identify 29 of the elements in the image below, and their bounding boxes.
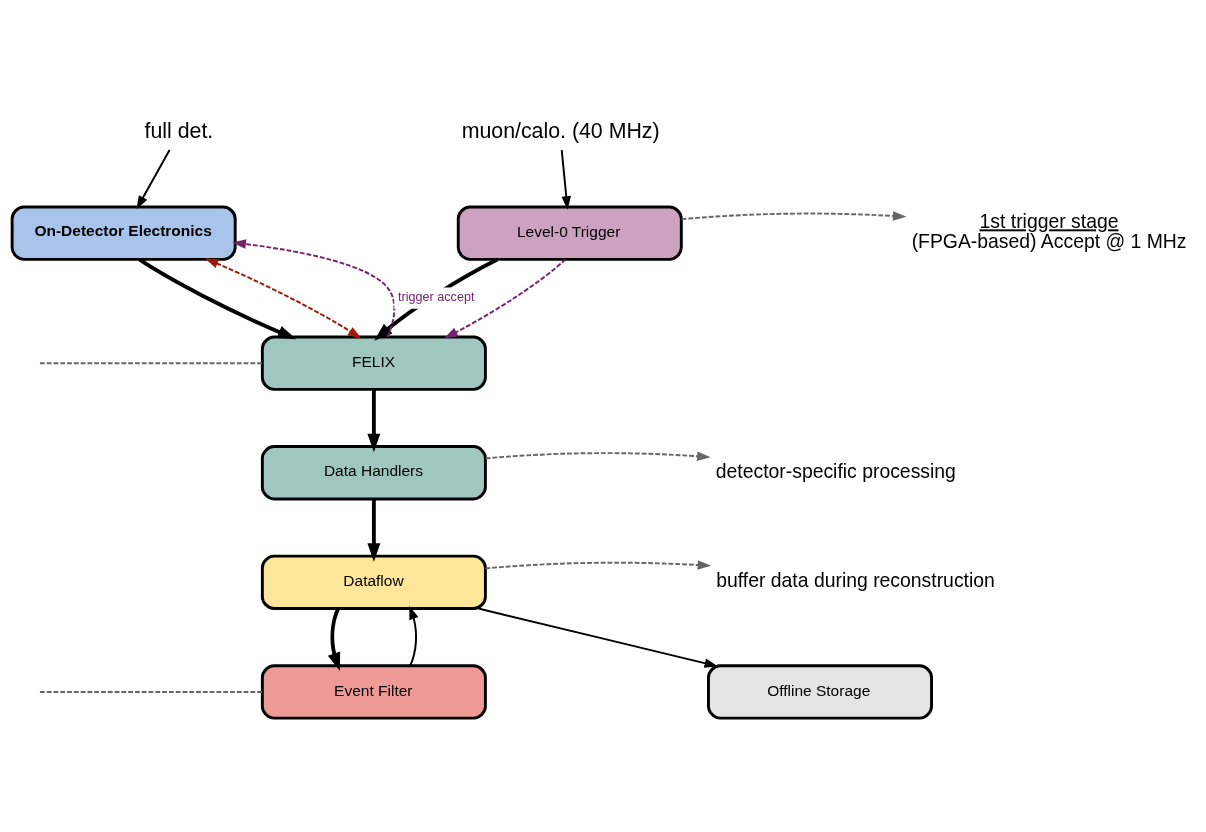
node-text: 1st trigger stage (FPGA-based) Accept @ 1 MHz (911, 209, 1187, 252)
node-text: detector-specific processing (715, 459, 956, 482)
node-box: Offline Storage (707, 663, 933, 720)
arrow (409, 605, 419, 666)
arrow (327, 607, 341, 671)
arrow (136, 148, 171, 209)
arrow (444, 258, 567, 338)
arrow (560, 148, 571, 210)
arrow (680, 210, 907, 221)
arrow (477, 607, 719, 668)
node-box: Dataflow (260, 554, 487, 610)
arrow (484, 451, 711, 461)
arrow (367, 388, 381, 452)
arrow (204, 257, 362, 339)
node-box: Event Filter (260, 663, 487, 720)
node-text: full det. (144, 118, 214, 143)
node-box: Data Handlers (260, 444, 487, 500)
arrow (484, 559, 712, 570)
node-text: buffer data during reconstruction (716, 568, 995, 591)
node-box: Level-0 Trigger (456, 205, 683, 261)
node-box: On-Detector Electronics (10, 205, 237, 261)
arrow (232, 238, 396, 338)
arrow (138, 257, 297, 339)
node-box: FELIX (260, 335, 487, 391)
node-text: muon/calo. (40 MHz) (461, 118, 660, 143)
connector (38, 361, 263, 364)
arrow (367, 498, 381, 562)
connector (38, 690, 263, 693)
edge-label: trigger accept (398, 289, 475, 304)
